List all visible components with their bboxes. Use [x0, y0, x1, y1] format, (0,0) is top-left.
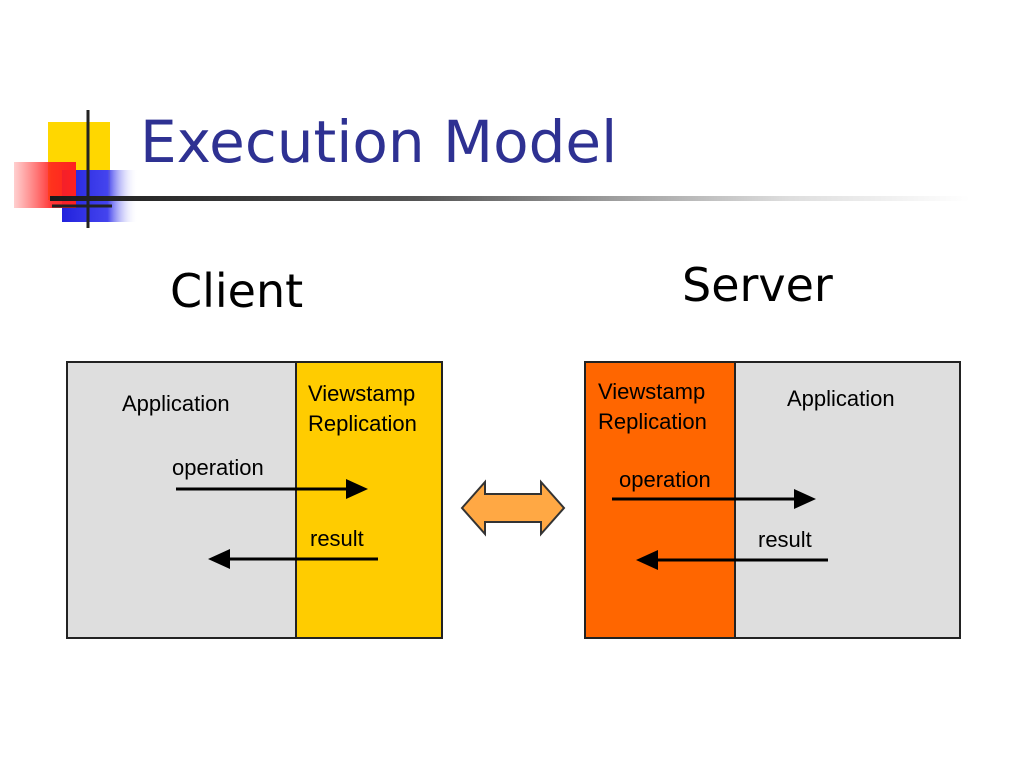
- server-result-arrow: [636, 550, 828, 570]
- server-vr-label-line1: Viewstamp: [598, 379, 706, 404]
- client-box: [66, 361, 443, 639]
- client-label: Client: [170, 264, 304, 318]
- client-operation-arrow: [176, 479, 368, 499]
- client-vr-label-line2: Replication: [308, 411, 417, 436]
- client-viewstamp-area: [295, 363, 441, 637]
- client-operation-label: operation: [172, 455, 264, 480]
- double-arrow-connector-icon: [460, 479, 566, 537]
- server-application-label: Application: [787, 386, 895, 411]
- title-underline: [50, 196, 970, 201]
- client-result-arrow: [208, 549, 378, 569]
- client-vr-label-line1: Viewstamp: [308, 381, 416, 406]
- server-operation-arrow: [612, 489, 816, 509]
- client-application-label: Application: [122, 391, 230, 416]
- client-application-area: [68, 363, 295, 637]
- client-result-label: result: [310, 526, 364, 551]
- server-vr-label-line2: Replication: [598, 409, 707, 434]
- slide-title: Execution Model: [140, 108, 618, 176]
- server-label: Server: [682, 258, 833, 312]
- server-operation-label: operation: [619, 467, 711, 492]
- server-result-label: result: [758, 527, 812, 552]
